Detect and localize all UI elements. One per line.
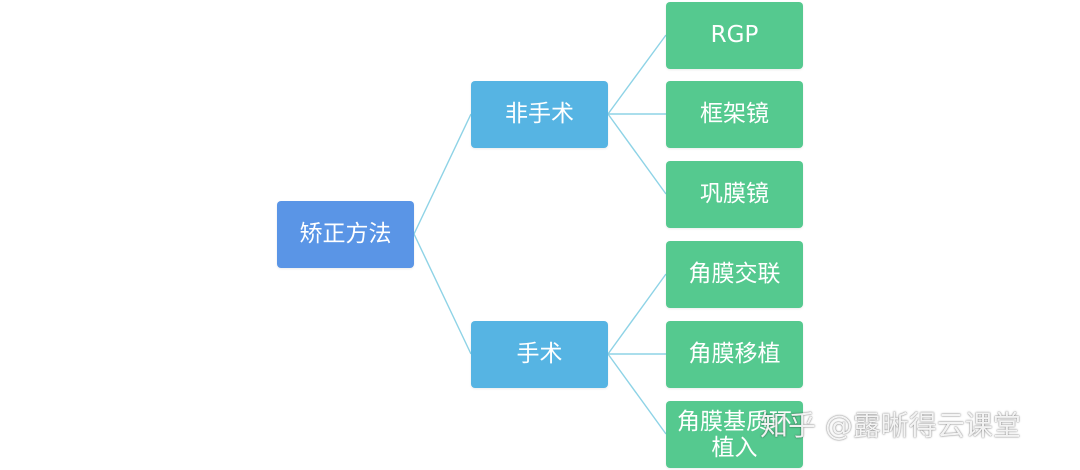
link-root-surgical xyxy=(413,233,472,355)
branch-node-surgical: 手术 xyxy=(471,321,608,388)
leaf-node-label: 巩膜镜 xyxy=(700,181,769,207)
leaf-node-intrastromal-ring: 角膜基质环 植入 xyxy=(666,401,803,468)
link-surgical-crosslinking xyxy=(607,273,667,355)
root-node-label: 矫正方法 xyxy=(299,221,392,247)
leaf-node-rgp: RGP xyxy=(666,2,803,69)
link-non-surgical-scleral xyxy=(607,113,667,195)
leaf-node-scleral-lens: 巩膜镜 xyxy=(666,161,803,228)
link-non-surgical-rgp xyxy=(607,34,667,115)
root-node: 矫正方法 xyxy=(277,201,414,268)
branch-node-non-surgical: 非手术 xyxy=(471,81,608,148)
leaf-node-label: 框架镜 xyxy=(700,101,769,127)
leaf-node-label: RGP xyxy=(710,22,759,48)
leaf-node-label: 角膜基质环 植入 xyxy=(677,408,792,461)
link-root-non-surgical xyxy=(413,113,472,235)
leaf-node-label: 角膜交联 xyxy=(688,261,781,287)
leaf-node-corneal-crosslinking: 角膜交联 xyxy=(666,241,803,308)
branch-node-label: 手术 xyxy=(516,341,563,367)
branch-node-label: 非手术 xyxy=(505,101,574,127)
leaf-node-frame-glasses: 框架镜 xyxy=(666,81,803,148)
link-surgical-ring xyxy=(607,353,667,435)
watermark: 知乎 @露晰得云课堂 xyxy=(760,409,1021,442)
leaf-node-label: 角膜移植 xyxy=(688,341,781,367)
leaf-node-corneal-transplant: 角膜移植 xyxy=(666,321,803,388)
